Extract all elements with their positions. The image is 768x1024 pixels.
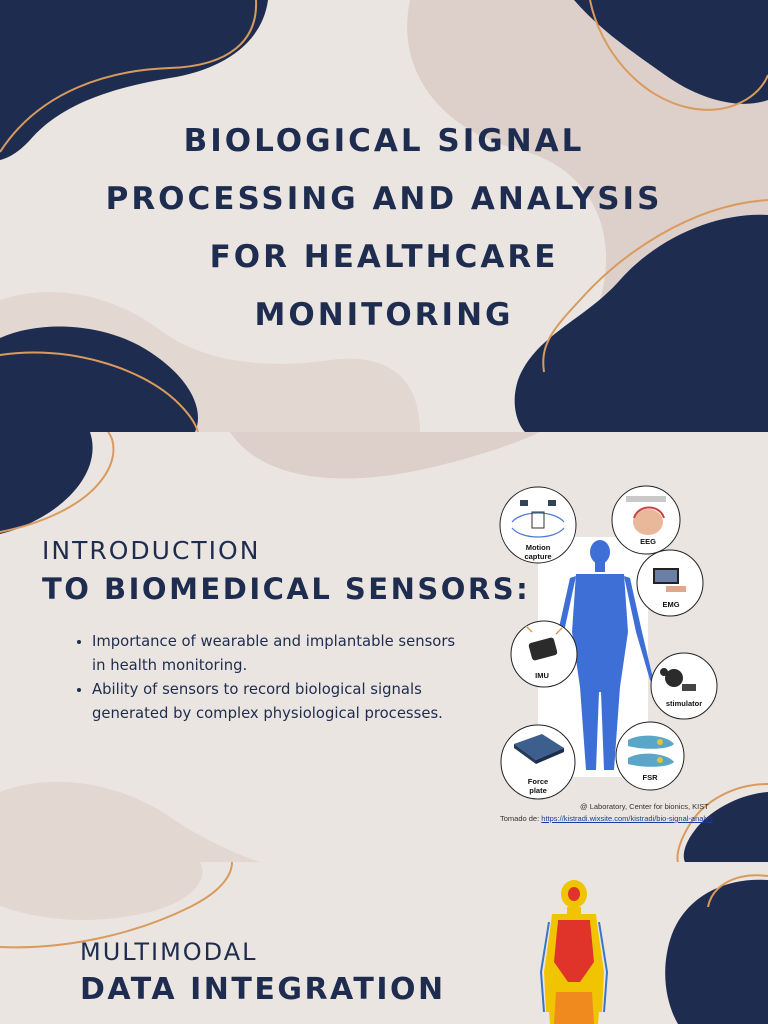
introduction-slide-background — [0, 432, 768, 862]
navy-blob-right — [665, 879, 768, 1024]
navy-blob-bottom-right — [514, 214, 768, 432]
label-eeg: EEG — [640, 537, 656, 546]
navy-blob-top-left — [0, 0, 268, 160]
orange-line-right — [707, 874, 768, 908]
fsr-sensor: FSR — [615, 721, 685, 791]
blush-blob-bottom-left — [0, 781, 260, 862]
blush-blob-top — [230, 432, 540, 479]
sensor-figure: Motion capture EEG EMG — [498, 482, 768, 832]
multimodal-slide: MULTIMODAL DATA INTEGRATION — [0, 862, 768, 1024]
label-fsr: FSR — [643, 773, 659, 782]
multimodal-slide-background — [0, 862, 768, 1024]
label-force-line1: Force — [528, 777, 548, 786]
motion-capture-sensor: Motion capture — [499, 486, 577, 564]
orange-line-bottom-right — [676, 783, 768, 862]
bullet-item: Importance of wearable and implantable s… — [92, 630, 472, 678]
title-line-3: FOR HEALTHCARE — [209, 239, 559, 275]
blush-blob-top-left — [0, 862, 203, 920]
thermal-body-icon — [539, 880, 609, 1024]
stimulator-sensor: stimulator — [650, 652, 718, 720]
title-line-2: PROCESSING AND ANALYSIS — [105, 181, 663, 217]
label-stimulator: stimulator — [666, 699, 702, 708]
force-plate-sensor: Force plate — [500, 724, 576, 800]
orange-line-top-right — [589, 0, 768, 111]
figure-credit: @ Laboratory, Center for bionics, KIST — [580, 802, 709, 811]
label-emg: EMG — [662, 600, 679, 609]
section-headline: TO BIOMEDICAL SENSORS: — [42, 572, 531, 606]
section-headline: DATA INTEGRATION — [80, 972, 446, 1007]
orange-line-top-left — [0, 432, 115, 533]
navy-blob-bottom-right — [683, 792, 768, 862]
bullet-item: Ability of sensors to record biological … — [92, 678, 472, 726]
label-motion-line2: capture — [524, 552, 551, 561]
title-line-1: BIOLOGICAL SIGNAL — [183, 123, 585, 159]
figure-source: Tomado de: https://kistradi.wixsite.com/… — [500, 814, 713, 823]
eeg-sensor: EEG — [611, 485, 681, 555]
title-slide: BIOLOGICAL SIGNAL PROCESSING AND ANALYSI… — [0, 0, 768, 432]
navy-blob-top-right — [574, 0, 768, 104]
title-slide-background — [0, 0, 768, 432]
introduction-slide: INTRODUCTION TO BIOMEDICAL SENSORS: Impo… — [0, 432, 768, 862]
orange-line-bottom-left — [0, 351, 199, 432]
bullet-list: Importance of wearable and implantable s… — [70, 630, 472, 726]
title-line-4: MONITORING — [254, 297, 514, 333]
source-link[interactable]: https://kistradi.wixsite.com/kistradi/bi… — [541, 814, 713, 823]
emg-sensor: EMG — [636, 549, 704, 617]
label-motion-line1: Motion — [526, 543, 551, 552]
section-kicker: MULTIMODAL — [80, 938, 258, 966]
page-title: BIOLOGICAL SIGNAL PROCESSING AND ANALYSI… — [40, 112, 728, 344]
source-prefix: Tomado de: — [500, 814, 542, 823]
imu-sensor: IMU — [510, 620, 578, 688]
label-imu: IMU — [535, 671, 549, 680]
sensor-diagram: Motion capture EEG EMG — [499, 485, 718, 800]
orange-line-left — [0, 862, 233, 949]
orange-line-top-left — [0, 0, 258, 153]
section-kicker: INTRODUCTION — [42, 536, 261, 565]
navy-blob-top-left — [0, 432, 93, 534]
label-force-line2: plate — [529, 786, 547, 795]
orange-line-bottom-right — [542, 199, 768, 373]
